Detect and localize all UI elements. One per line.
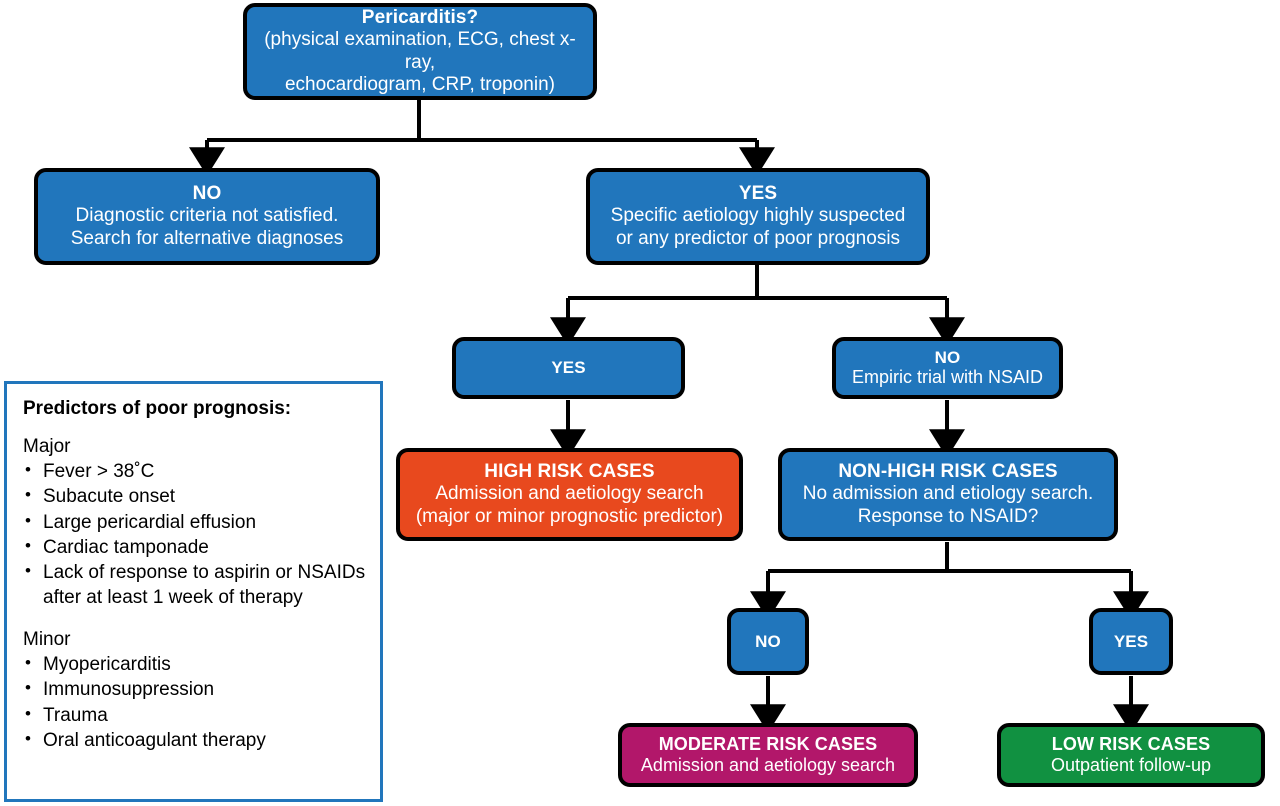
node-high-risk[interactable]: HIGH RISK CASES Admission and aetiology … [396, 448, 743, 541]
node-high-risk-line-2: (major or minor prognostic predictor) [415, 505, 724, 527]
node-no-diagnostic-line-2: Search for alternative diagnoses [70, 227, 344, 249]
node-high-risk-head: HIGH RISK CASES [484, 461, 655, 483]
node-pericarditis[interactable]: Pericarditis? (physical examination, ECG… [243, 3, 597, 100]
node-no-empiric-head: NO [934, 347, 961, 367]
legend-title: Predictors of poor prognosis: [23, 398, 292, 419]
node-low-risk[interactable]: LOW RISK CASES Outpatient follow-up [997, 723, 1265, 787]
list-item: Large pericardial effusion [23, 510, 366, 535]
node-no-diagnostic-line-1: Diagnostic criteria not satisfied. [75, 205, 339, 227]
node-high-risk-line-1: Admission and aetiology search [435, 483, 704, 505]
list-item: Oral anticoagulant therapy [23, 728, 366, 753]
node-yes-mid-head: YES [551, 358, 586, 378]
list-item: Cardiac tamponade [23, 535, 366, 560]
node-no-empiric-line-1: Empiric trial with NSAID [851, 367, 1044, 388]
list-item: Lack of response to aspirin or NSAIDs af… [23, 560, 366, 610]
legend-minor-list: Myopericarditis Immunosuppression Trauma… [23, 652, 366, 753]
legend-spacer [23, 611, 366, 629]
node-yes-aetiology-line-2: or any predictor of poor prognosis [615, 227, 901, 249]
legend-predictors: Predictors of poor prognosis: Major Feve… [4, 381, 383, 802]
node-non-high-risk-head: NON-HIGH RISK CASES [838, 461, 1058, 483]
node-moderate-risk-head: MODERATE RISK CASES [658, 734, 878, 755]
node-no-small-head: NO [755, 631, 781, 651]
node-yes-small-head: YES [1113, 631, 1149, 651]
node-moderate-risk[interactable]: MODERATE RISK CASES Admission and aetiol… [618, 723, 918, 787]
node-yes-aetiology[interactable]: YES Specific aetiology highly suspected … [586, 168, 930, 265]
legend-major-label: Major [23, 436, 71, 457]
node-non-high-risk-line-1: No admission and etiology search. [802, 483, 1094, 505]
list-item: Fever > 38˚C [23, 459, 366, 484]
node-no-small[interactable]: NO [727, 608, 809, 675]
node-no-empiric[interactable]: NO Empiric trial with NSAID [832, 337, 1063, 399]
node-low-risk-line-1: Outpatient follow-up [1050, 755, 1212, 775]
list-item: Immunosuppression [23, 677, 366, 702]
list-item: Myopericarditis [23, 652, 366, 677]
node-yes-aetiology-line-1: Specific aetiology highly suspected [610, 205, 906, 227]
node-non-high-risk[interactable]: NON-HIGH RISK CASES No admission and eti… [778, 448, 1118, 541]
node-moderate-risk-line-1: Admission and aetiology search [640, 755, 896, 775]
legend-major-list: Fever > 38˚C Subacute onset Large perica… [23, 459, 366, 610]
list-item: Subacute onset [23, 484, 366, 509]
node-non-high-risk-line-2: Response to NSAID? [857, 505, 1039, 527]
node-pericarditis-head: Pericarditis? [361, 7, 479, 29]
node-no-diagnostic[interactable]: NO Diagnostic criteria not satisfied. Se… [34, 168, 380, 265]
node-pericarditis-line-1: (physical examination, ECG, chest x-ray, [264, 29, 576, 73]
node-pericarditis-line-2: echocardiogram, CRP, troponin) [284, 73, 555, 95]
node-low-risk-head: LOW RISK CASES [1051, 734, 1211, 755]
node-yes-aetiology-head: YES [738, 183, 778, 205]
node-yes-mid[interactable]: YES [452, 337, 685, 399]
list-item: Trauma [23, 702, 366, 728]
node-yes-small[interactable]: YES [1089, 608, 1173, 675]
legend-minor-label: Minor [23, 628, 71, 650]
node-no-diagnostic-head: NO [192, 183, 222, 205]
